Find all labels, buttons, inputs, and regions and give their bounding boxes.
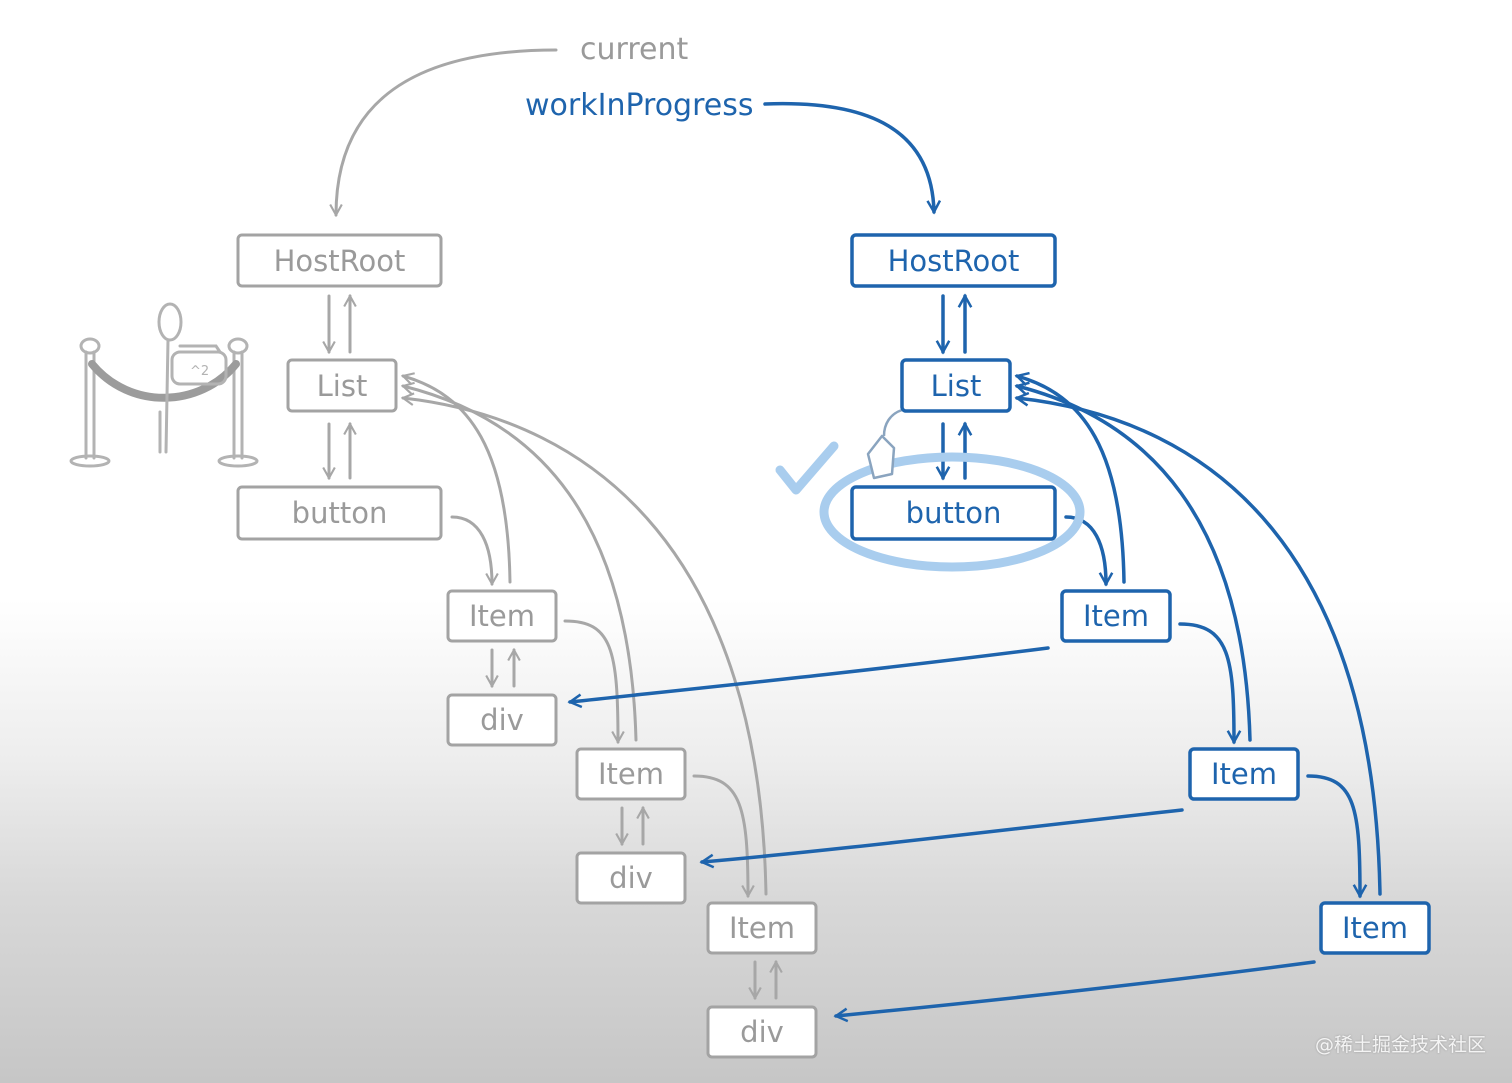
wip-host-root-node: HostRoot: [850, 233, 1057, 288]
svg-text:Item: Item: [729, 911, 795, 945]
svg-text:div: div: [480, 703, 524, 737]
stanchion-rope-icon: [69, 337, 259, 468]
svg-text:HostRoot: HostRoot: [888, 244, 1020, 278]
current-list-node: List: [286, 358, 398, 413]
current-item-node: Item: [706, 901, 818, 955]
svg-text:Item: Item: [598, 757, 664, 791]
current-button-node: button: [236, 485, 443, 541]
svg-text:Item: Item: [1083, 599, 1149, 633]
item-1-reuses-div-arrow: [570, 646, 1050, 702]
svg-text:HostRoot: HostRoot: [274, 244, 406, 278]
svg-text:Item: Item: [1211, 757, 1277, 791]
checkmark-icon: [775, 441, 839, 495]
watermark: @稀土掘金技术社区: [1314, 1034, 1486, 1056]
stick-figure-icon: [157, 302, 228, 454]
wip-list-node: List: [900, 358, 1012, 413]
badge-label: ^2: [190, 364, 209, 379]
svg-text:div: div: [740, 1015, 784, 1049]
svg-text:button: button: [292, 496, 388, 530]
svg-text:List: List: [317, 369, 368, 403]
wip-item-node: Item: [1188, 747, 1300, 801]
wip-item-node: Item: [1319, 901, 1431, 955]
item-3-reuses-div-arrow: [836, 960, 1316, 1016]
current-div-node: div: [575, 851, 687, 905]
svg-text:Item: Item: [1342, 911, 1408, 945]
svg-text:div: div: [609, 861, 653, 895]
work-in-progress-tree-edges: [570, 296, 1382, 1016]
tag-icon: [866, 408, 903, 480]
current-item-node: Item: [575, 747, 687, 801]
wip-button-node: button: [850, 485, 1057, 541]
button-highlight-ellipse: [819, 452, 1085, 572]
svg-text:button: button: [906, 496, 1002, 530]
work-in-progress-pointer-label: workInProgress: [525, 88, 754, 123]
work-in-progress-pointer-arrow: [763, 101, 934, 212]
wip-item-node: Item: [1060, 589, 1172, 643]
current-pointer-arrow: [329, 48, 558, 218]
current-tree-edges: [322, 293, 783, 1001]
current-pointer-label: current: [580, 32, 688, 67]
svg-text:List: List: [931, 369, 982, 403]
current-div-node: div: [446, 693, 558, 747]
current-item-node: Item: [446, 589, 558, 643]
item-2-reuses-div-arrow: [702, 808, 1184, 862]
svg-text:Item: Item: [469, 599, 535, 633]
current-host-root-node: HostRoot: [236, 233, 443, 288]
current-div-node: div: [706, 1005, 818, 1059]
